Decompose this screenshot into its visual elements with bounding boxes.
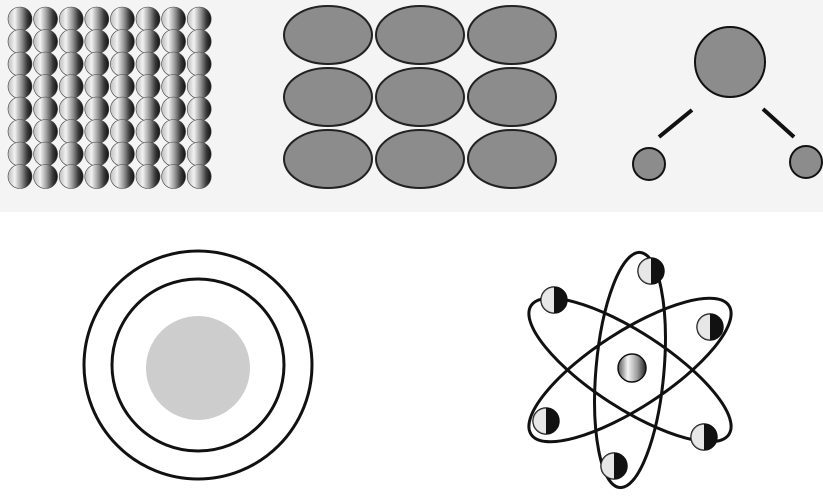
central-atom	[695, 27, 765, 97]
lattice-sphere	[187, 142, 211, 166]
grid-ellipse	[376, 68, 464, 126]
electron	[691, 424, 717, 450]
lattice-sphere	[110, 97, 134, 121]
lattice-sphere	[110, 30, 134, 54]
lattice-sphere	[110, 120, 134, 144]
lattice-sphere	[85, 120, 109, 144]
lattice-sphere	[85, 52, 109, 76]
electron	[601, 453, 627, 479]
lattice-sphere	[34, 142, 58, 166]
lattice-sphere	[162, 97, 186, 121]
nucleus-sphere	[618, 354, 646, 382]
lattice-sphere	[59, 52, 83, 76]
lattice-sphere	[8, 7, 32, 31]
lattice-sphere	[136, 7, 160, 31]
lattice-sphere	[34, 30, 58, 54]
electron	[638, 258, 664, 284]
ellipse-grid	[284, 6, 556, 188]
lattice-sphere	[34, 75, 58, 99]
lattice-sphere	[59, 75, 83, 99]
lattice-sphere	[187, 7, 211, 31]
lattice-sphere	[8, 30, 32, 54]
electron	[533, 408, 559, 434]
lattice-sphere	[85, 142, 109, 166]
lattice-sphere	[110, 7, 134, 31]
lattice-sphere	[187, 165, 211, 189]
grid-ellipse	[376, 6, 464, 64]
lattice-sphere	[187, 97, 211, 121]
lattice-sphere	[8, 142, 32, 166]
lattice-sphere	[8, 52, 32, 76]
lattice-sphere	[187, 30, 211, 54]
lattice-sphere	[8, 120, 32, 144]
lattice-sphere	[85, 165, 109, 189]
lattice-sphere	[162, 30, 186, 54]
lattice-sphere	[136, 120, 160, 144]
lattice-sphere	[136, 75, 160, 99]
nucleus	[146, 316, 250, 420]
electron	[697, 314, 723, 340]
lattice-sphere	[110, 52, 134, 76]
lattice-sphere	[136, 52, 160, 76]
lattice-sphere	[59, 165, 83, 189]
lattice-sphere	[8, 75, 32, 99]
lattice-sphere	[110, 75, 134, 99]
lattice-sphere	[110, 142, 134, 166]
left-atom	[633, 148, 665, 180]
lattice-sphere	[162, 52, 186, 76]
shell-atom	[84, 251, 312, 479]
lattice-sphere	[59, 97, 83, 121]
right-atom	[790, 146, 822, 178]
electron	[541, 287, 567, 313]
grid-ellipse	[468, 68, 556, 126]
lattice-sphere	[110, 165, 134, 189]
lattice-sphere	[8, 97, 32, 121]
lattice-sphere	[136, 165, 160, 189]
grid-ellipse	[468, 6, 556, 64]
lattice-sphere	[187, 75, 211, 99]
lattice-sphere	[136, 30, 160, 54]
lattice-sphere	[34, 97, 58, 121]
lattice-sphere	[85, 30, 109, 54]
lattice-sphere	[59, 142, 83, 166]
lattice-sphere	[8, 165, 32, 189]
grid-ellipse	[284, 68, 372, 126]
lattice-sphere	[162, 120, 186, 144]
lattice-sphere	[162, 142, 186, 166]
lattice-sphere	[59, 30, 83, 54]
orbital-atom	[510, 249, 749, 490]
lattice-sphere	[85, 97, 109, 121]
lattice-sphere	[187, 52, 211, 76]
lattice-sphere	[162, 75, 186, 99]
lattice-sphere	[136, 97, 160, 121]
lattice-sphere	[85, 7, 109, 31]
lattice-sphere	[136, 142, 160, 166]
lattice-sphere	[59, 7, 83, 31]
lattice-sphere	[162, 7, 186, 31]
lattice-sphere	[85, 75, 109, 99]
lattice-sphere	[162, 165, 186, 189]
lattice-sphere	[34, 165, 58, 189]
lattice-sphere	[59, 120, 83, 144]
grid-ellipse	[468, 130, 556, 188]
lattice-sphere	[34, 52, 58, 76]
grid-ellipse	[376, 130, 464, 188]
lattice-sphere	[187, 120, 211, 144]
lattice-sphere	[34, 120, 58, 144]
grid-ellipse	[284, 130, 372, 188]
lattice-sphere	[34, 7, 58, 31]
grid-ellipse	[284, 6, 372, 64]
